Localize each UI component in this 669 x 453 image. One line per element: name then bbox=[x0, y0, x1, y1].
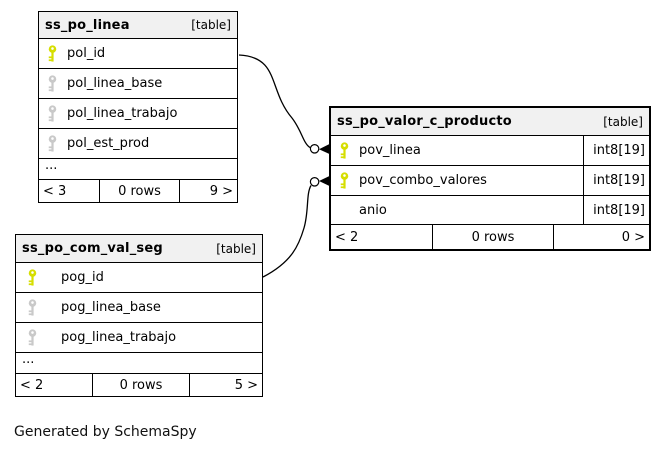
stats-right-cell: 5 > bbox=[189, 374, 262, 396]
table-header[interactable]: ss_po_com_val_seg [table] bbox=[16, 235, 262, 263]
stats-rows-cell: 0 rows bbox=[432, 225, 553, 249]
column-name: pov_linea bbox=[359, 143, 421, 158]
primary-key-icon bbox=[331, 142, 351, 159]
column-type: int8[19] bbox=[583, 196, 649, 224]
column-row-anio: anio int8[19] bbox=[331, 196, 649, 225]
column-name: pog_linea_trabajo bbox=[61, 330, 177, 345]
column-row-pol-linea-base: pol_linea_base bbox=[39, 69, 237, 99]
column-row-pol-id: pol_id bbox=[39, 39, 237, 69]
stats-right-cell: 0 > bbox=[553, 225, 649, 249]
column-name: pog_linea_base bbox=[61, 300, 161, 315]
index-key-icon bbox=[39, 105, 59, 122]
more-columns-ellipsis: ... bbox=[16, 353, 262, 374]
table-name: ss_po_com_val_seg bbox=[22, 241, 163, 256]
relationship-pol_id-pov_linea bbox=[238, 54, 330, 155]
cardinality-circle-icon bbox=[309, 177, 320, 187]
column-name: pol_linea_base bbox=[67, 76, 163, 91]
column-name: anio bbox=[359, 202, 387, 218]
column-name: pol_id bbox=[67, 46, 106, 61]
table-ss-po-com-val-seg[interactable]: ss_po_com_val_seg [table] pog_id pog_lin… bbox=[15, 234, 263, 397]
relationship-line bbox=[262, 185, 312, 278]
table-stats-footer: < 2 0 rows 5 > bbox=[16, 374, 262, 396]
more-columns-ellipsis: ... bbox=[39, 159, 237, 180]
column-type: int8[19] bbox=[583, 166, 649, 195]
table-stats-footer: < 2 0 rows 0 > bbox=[331, 225, 649, 249]
index-key-icon bbox=[16, 329, 40, 346]
table-ss-po-valor-c-producto[interactable]: ss_po_valor_c_producto [table] pov_linea… bbox=[329, 106, 651, 251]
table-type-badge: [table] bbox=[191, 18, 231, 32]
column-name: pol_linea_trabajo bbox=[67, 106, 178, 121]
relationship-line bbox=[238, 54, 311, 149]
index-key-icon bbox=[39, 135, 59, 152]
relationship-pog_id-pov_combo_valores bbox=[262, 175, 330, 278]
primary-key-icon bbox=[16, 269, 40, 286]
column-name: pog_id bbox=[61, 270, 104, 285]
column-name: pol_est_prod bbox=[67, 136, 150, 151]
stats-left-cell: < 3 bbox=[43, 183, 67, 199]
column-row-pog-id: pog_id bbox=[16, 263, 262, 293]
stats-right-cell: 9 > bbox=[179, 180, 237, 202]
index-key-icon bbox=[39, 75, 59, 92]
table-header[interactable]: ss_po_valor_c_producto [table] bbox=[331, 108, 649, 136]
column-type: int8[19] bbox=[583, 136, 649, 165]
column-row-pol-est-prod: pol_est_prod bbox=[39, 129, 237, 159]
stats-rows-cell: 0 rows bbox=[99, 180, 179, 202]
table-header[interactable]: ss_po_linea [table] bbox=[39, 12, 237, 39]
column-row-pov-combo-valores: pov_combo_valores int8[19] bbox=[331, 166, 649, 196]
table-type-badge: [table] bbox=[603, 114, 643, 129]
column-row-pol-linea-trabajo: pol_linea_trabajo bbox=[39, 99, 237, 129]
table-ss-po-linea[interactable]: ss_po_linea [table] pol_id pol_linea_bas… bbox=[38, 11, 238, 203]
table-stats-footer: < 3 0 rows 9 > bbox=[39, 180, 237, 202]
stats-left-cell: < 2 bbox=[20, 377, 44, 393]
stats-rows-cell: 0 rows bbox=[92, 374, 189, 396]
table-name: ss_po_valor_c_producto bbox=[337, 114, 512, 129]
stats-left-cell: < 2 bbox=[335, 229, 359, 245]
table-name: ss_po_linea bbox=[45, 17, 130, 33]
index-key-icon bbox=[16, 299, 40, 316]
cardinality-circle-icon bbox=[309, 144, 320, 154]
column-row-pov-linea: pov_linea int8[19] bbox=[331, 136, 649, 166]
primary-key-icon bbox=[39, 45, 59, 62]
column-row-pog-linea-trabajo: pog_linea_trabajo bbox=[16, 323, 262, 353]
generated-by-note: Generated by SchemaSpy bbox=[14, 424, 197, 440]
column-name: pov_combo_valores bbox=[359, 173, 487, 188]
table-type-badge: [table] bbox=[216, 241, 256, 256]
primary-key-icon bbox=[331, 172, 351, 189]
column-row-pog-linea-base: pog_linea_base bbox=[16, 293, 262, 323]
